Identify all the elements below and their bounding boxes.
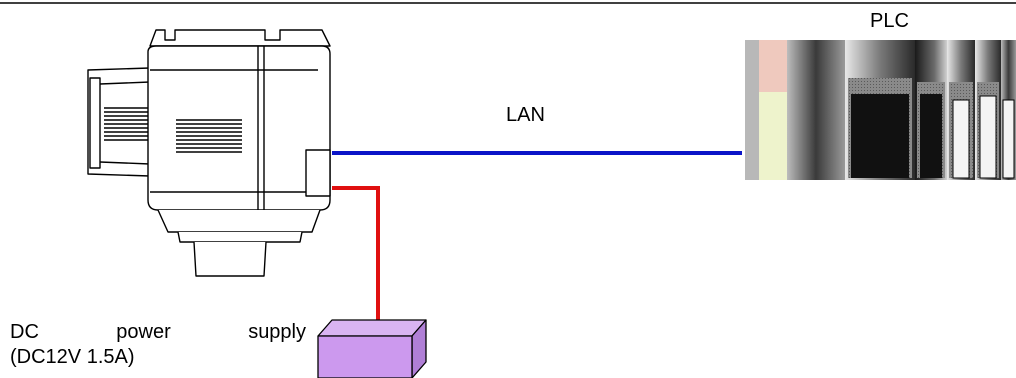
lan-label: LAN	[506, 104, 545, 126]
power-supply-rating-label: (DC12V 1.5A)	[10, 346, 135, 368]
power-supply-word-supply: supply	[248, 321, 306, 343]
industrial-camera-icon	[87, 29, 331, 277]
power-supply-label-line1: DC power supply	[10, 320, 306, 344]
power-supply-word-dc: DC	[10, 321, 39, 343]
power-supply-word-power: power	[116, 321, 171, 343]
plc-rack-icon	[745, 40, 1016, 180]
plc-label: PLC	[870, 10, 909, 32]
power-supply-box-icon	[317, 319, 427, 378]
power-cable	[332, 186, 380, 328]
